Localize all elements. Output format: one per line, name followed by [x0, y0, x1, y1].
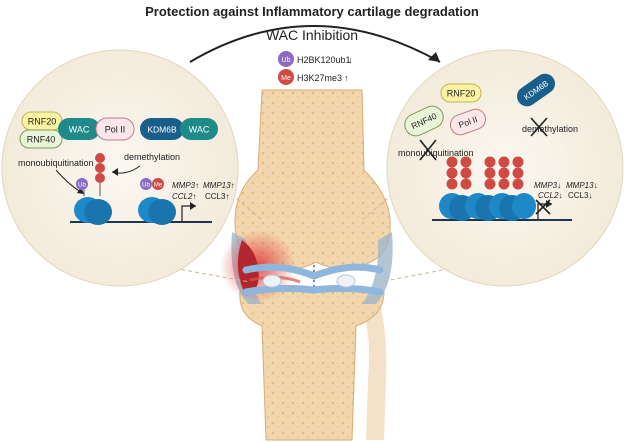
monoubiq-arrowhead: [77, 187, 84, 194]
nucleosome-core: [512, 193, 536, 219]
me-legend-arrow: ↑: [344, 73, 349, 83]
left-pol2-label: Pol II: [105, 125, 126, 135]
ub-legend-arrow: ↓: [348, 55, 353, 65]
left-nucleosome-2: [138, 197, 176, 225]
left-gene-ccl3: CCL3↑: [205, 192, 229, 201]
left-connector-upper: [209, 175, 263, 221]
left-me-2: [95, 163, 105, 173]
left-circle: [1, 49, 239, 287]
right-monoubiquitination-label: monoubiquitination: [398, 148, 474, 158]
legend-ub: Ub H2BK120ub1 ↓: [278, 51, 353, 67]
right-pol2-pill: [449, 108, 487, 136]
ub-legend-icon: [278, 51, 294, 67]
right-rnf40-pill: [404, 105, 444, 137]
left-rnf20-label: RNF20: [28, 117, 57, 127]
left-panel: RNF20 RNF40 WAC Pol II KDM6B WAC monoubi…: [1, 49, 239, 287]
wac-inhibition-heading: WAC Inhibition: [266, 27, 358, 43]
left-ub-label: Ub: [78, 183, 86, 189]
cross-line: [530, 117, 548, 137]
left-demethylation-label: demethylation: [124, 152, 180, 162]
left-wac-label: WAC: [69, 125, 90, 135]
knee-joint: [220, 89, 393, 441]
right-gene-ccl3: CCL3↓: [568, 191, 592, 200]
left-me-label-2: Me: [154, 183, 163, 189]
legend-me: Me H3K27me3 ↑: [278, 69, 349, 85]
tss-cross-line: [535, 199, 551, 215]
left-kdm6b-pill: [140, 118, 184, 140]
left-monoubiquitination-label: monoubiquitination: [18, 158, 94, 168]
right-gene-ccl2: CCL2↓: [538, 191, 562, 200]
right-rnf20-pill: [440, 83, 482, 103]
fibula: [360, 296, 387, 440]
nucleosome-core: [148, 199, 176, 225]
nucleosome-core: [84, 199, 112, 225]
left-me-3: [95, 173, 105, 183]
right-connector-upper: [361, 175, 415, 221]
demethyl-arrowhead: [112, 168, 118, 176]
left-me-stack: [95, 153, 105, 196]
left-wac2-pill: [180, 118, 218, 140]
right-gene-mmp13: MMP13↓: [566, 181, 598, 190]
cartilage-femur: [242, 263, 384, 280]
me-stack: [460, 156, 472, 190]
me-stack: [446, 156, 458, 190]
me-stack: [484, 156, 496, 190]
tibia: [239, 285, 385, 441]
left-ub-badge: [76, 178, 88, 190]
meniscus-left: [262, 274, 282, 288]
left-pol2-pill: [95, 117, 135, 141]
right-demethylation-label: demethylation: [522, 124, 578, 134]
right-monoubiq-cross: [419, 139, 437, 161]
left-me-1: [95, 153, 105, 163]
left-tss-arrowhead: [190, 202, 196, 210]
right-panel: RNF20 RNF40 Pol II KDM6B demethylation m…: [386, 49, 624, 287]
me-legend-icon: [278, 69, 294, 85]
page-title: Protection against Inflammatory cartilag…: [145, 4, 479, 19]
right-kdm6b-pill: [516, 73, 556, 107]
right-rnf20-label: RNF20: [447, 89, 476, 99]
ub-legend-text: H2BK120ub1: [297, 55, 351, 65]
cross-line: [419, 139, 437, 161]
cartilage-tibia: [242, 284, 384, 296]
left-rnf40-pill: [19, 129, 63, 149]
left-gene-ccl2: CCL2↑: [172, 192, 196, 201]
left-gene-mmp13: MMP13↑: [203, 181, 235, 190]
right-nucleosomes: [439, 193, 536, 221]
ub-legend-badge: Ub: [282, 57, 291, 64]
left-wac-pill: [58, 118, 100, 140]
me-legend-badge: Me: [281, 75, 291, 82]
left-me-badge-2: [152, 178, 164, 190]
inhibition-arc: [189, 25, 441, 63]
arc-arrowhead: [428, 52, 440, 62]
right-gene-mmp3: MMP3↓: [534, 181, 561, 190]
left-ub-label-2: Ub: [142, 183, 150, 189]
right-demethylation-cross: [530, 117, 548, 137]
me-stack: [498, 156, 510, 190]
left-kdm6b-label: KDM6B: [147, 125, 177, 135]
left-nucleosome-1: [74, 197, 112, 225]
left-gene-mmp3: MMP3↑: [172, 181, 199, 190]
left-rnf40-label: RNF40: [27, 135, 56, 145]
left-connector-lower: [139, 261, 251, 283]
left-wac2-label: WAC: [189, 125, 210, 135]
left-ub-badge-2: [140, 178, 152, 190]
right-me-stacks: [446, 156, 524, 190]
femur: [234, 89, 391, 270]
meniscus-right: [336, 274, 356, 288]
me-stack: [512, 156, 524, 190]
me-legend-text: H3K27me3: [297, 73, 342, 83]
